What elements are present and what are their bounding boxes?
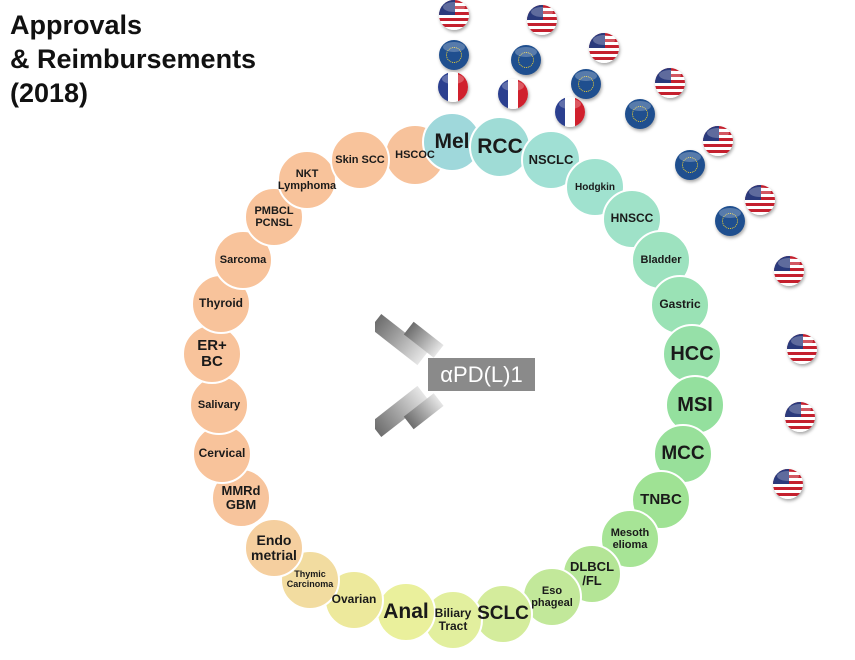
eu-flag-icon <box>625 99 655 129</box>
eu-flag-icon <box>511 45 541 75</box>
us-flag-icon <box>439 0 469 30</box>
indication-label: ER+ BC <box>197 336 227 370</box>
indication-label: HNSCC <box>610 211 654 226</box>
indication-label: Gastric <box>659 297 701 312</box>
us-flag-icon <box>785 402 815 432</box>
title-line-3: (2018) <box>10 78 89 108</box>
us-flag-icon <box>773 469 803 499</box>
indication-bubble: Skin SCC <box>330 130 390 190</box>
indication-label: PMBCL PCNSL <box>254 204 294 229</box>
indication-label: HSCOC <box>395 148 435 161</box>
us-flag-icon <box>703 126 733 156</box>
indication-label: Endo metrial <box>251 531 297 563</box>
indication-label: Biliary Tract <box>434 605 472 633</box>
us-flag-icon <box>745 185 775 215</box>
indication-label: MMRd GBM <box>221 482 261 512</box>
indication-label: Ovarian <box>331 592 377 607</box>
us-flag-icon <box>787 334 817 364</box>
indication-bubble: Salivary <box>189 375 249 435</box>
indication-label: MCC <box>661 442 705 464</box>
indication-label: Skin SCC <box>335 153 385 166</box>
indication-label: MSI <box>677 394 713 416</box>
eu-flag-icon <box>439 40 469 70</box>
indication-label: Eso phageal <box>531 584 573 609</box>
us-flag-icon <box>589 33 619 63</box>
center-label: αPD(L)1 <box>428 358 535 391</box>
indication-label: Mesoth elioma <box>610 526 650 551</box>
indication-label: TNBC <box>640 490 682 508</box>
antibody-icon <box>375 313 444 438</box>
eu-flag-icon <box>571 69 601 99</box>
indication-bubble: Endo metrial <box>244 518 304 578</box>
title-line-2: & Reimbursements <box>10 44 257 74</box>
indication-bubble: Sarcoma <box>213 230 273 290</box>
indication-label: SCLC <box>477 602 529 624</box>
indication-bubble: RCC <box>469 116 531 178</box>
indication-label: NSCLC <box>528 151 574 167</box>
indication-bubble: NKT Lymphoma <box>277 150 337 210</box>
indication-bubble: ER+ BC <box>182 324 242 384</box>
page-title: Approvals & Reimbursements (2018) <box>10 8 256 110</box>
indication-label: Thyroid <box>199 296 243 311</box>
us-flag-icon <box>655 68 685 98</box>
us-flag-icon <box>527 5 557 35</box>
france-flag-icon <box>555 97 585 127</box>
indication-label: Sarcoma <box>219 253 267 266</box>
france-flag-icon <box>498 79 528 109</box>
us-flag-icon <box>774 256 804 286</box>
indication-label: RCC <box>477 135 523 159</box>
france-flag-icon <box>438 72 468 102</box>
indication-label: HCC <box>670 343 714 365</box>
indication-label: Salivary <box>197 398 241 411</box>
eu-flag-icon <box>715 206 745 236</box>
title-line-1: Approvals <box>10 10 143 40</box>
indication-label: Mel <box>434 130 470 154</box>
indication-label: DLBCL /FL <box>569 558 615 588</box>
eu-flag-icon <box>675 150 705 180</box>
indication-label: Thymic Carcinoma <box>286 569 334 589</box>
indication-label: Cervical <box>198 446 246 461</box>
indication-bubble: Anal <box>376 582 436 642</box>
indication-label: Bladder <box>640 253 682 266</box>
indication-label: NKT Lymphoma <box>277 167 337 192</box>
indication-label: Anal <box>383 600 429 624</box>
indication-bubble: SCLC <box>473 584 533 644</box>
indication-label: Hodgkin <box>575 181 615 193</box>
